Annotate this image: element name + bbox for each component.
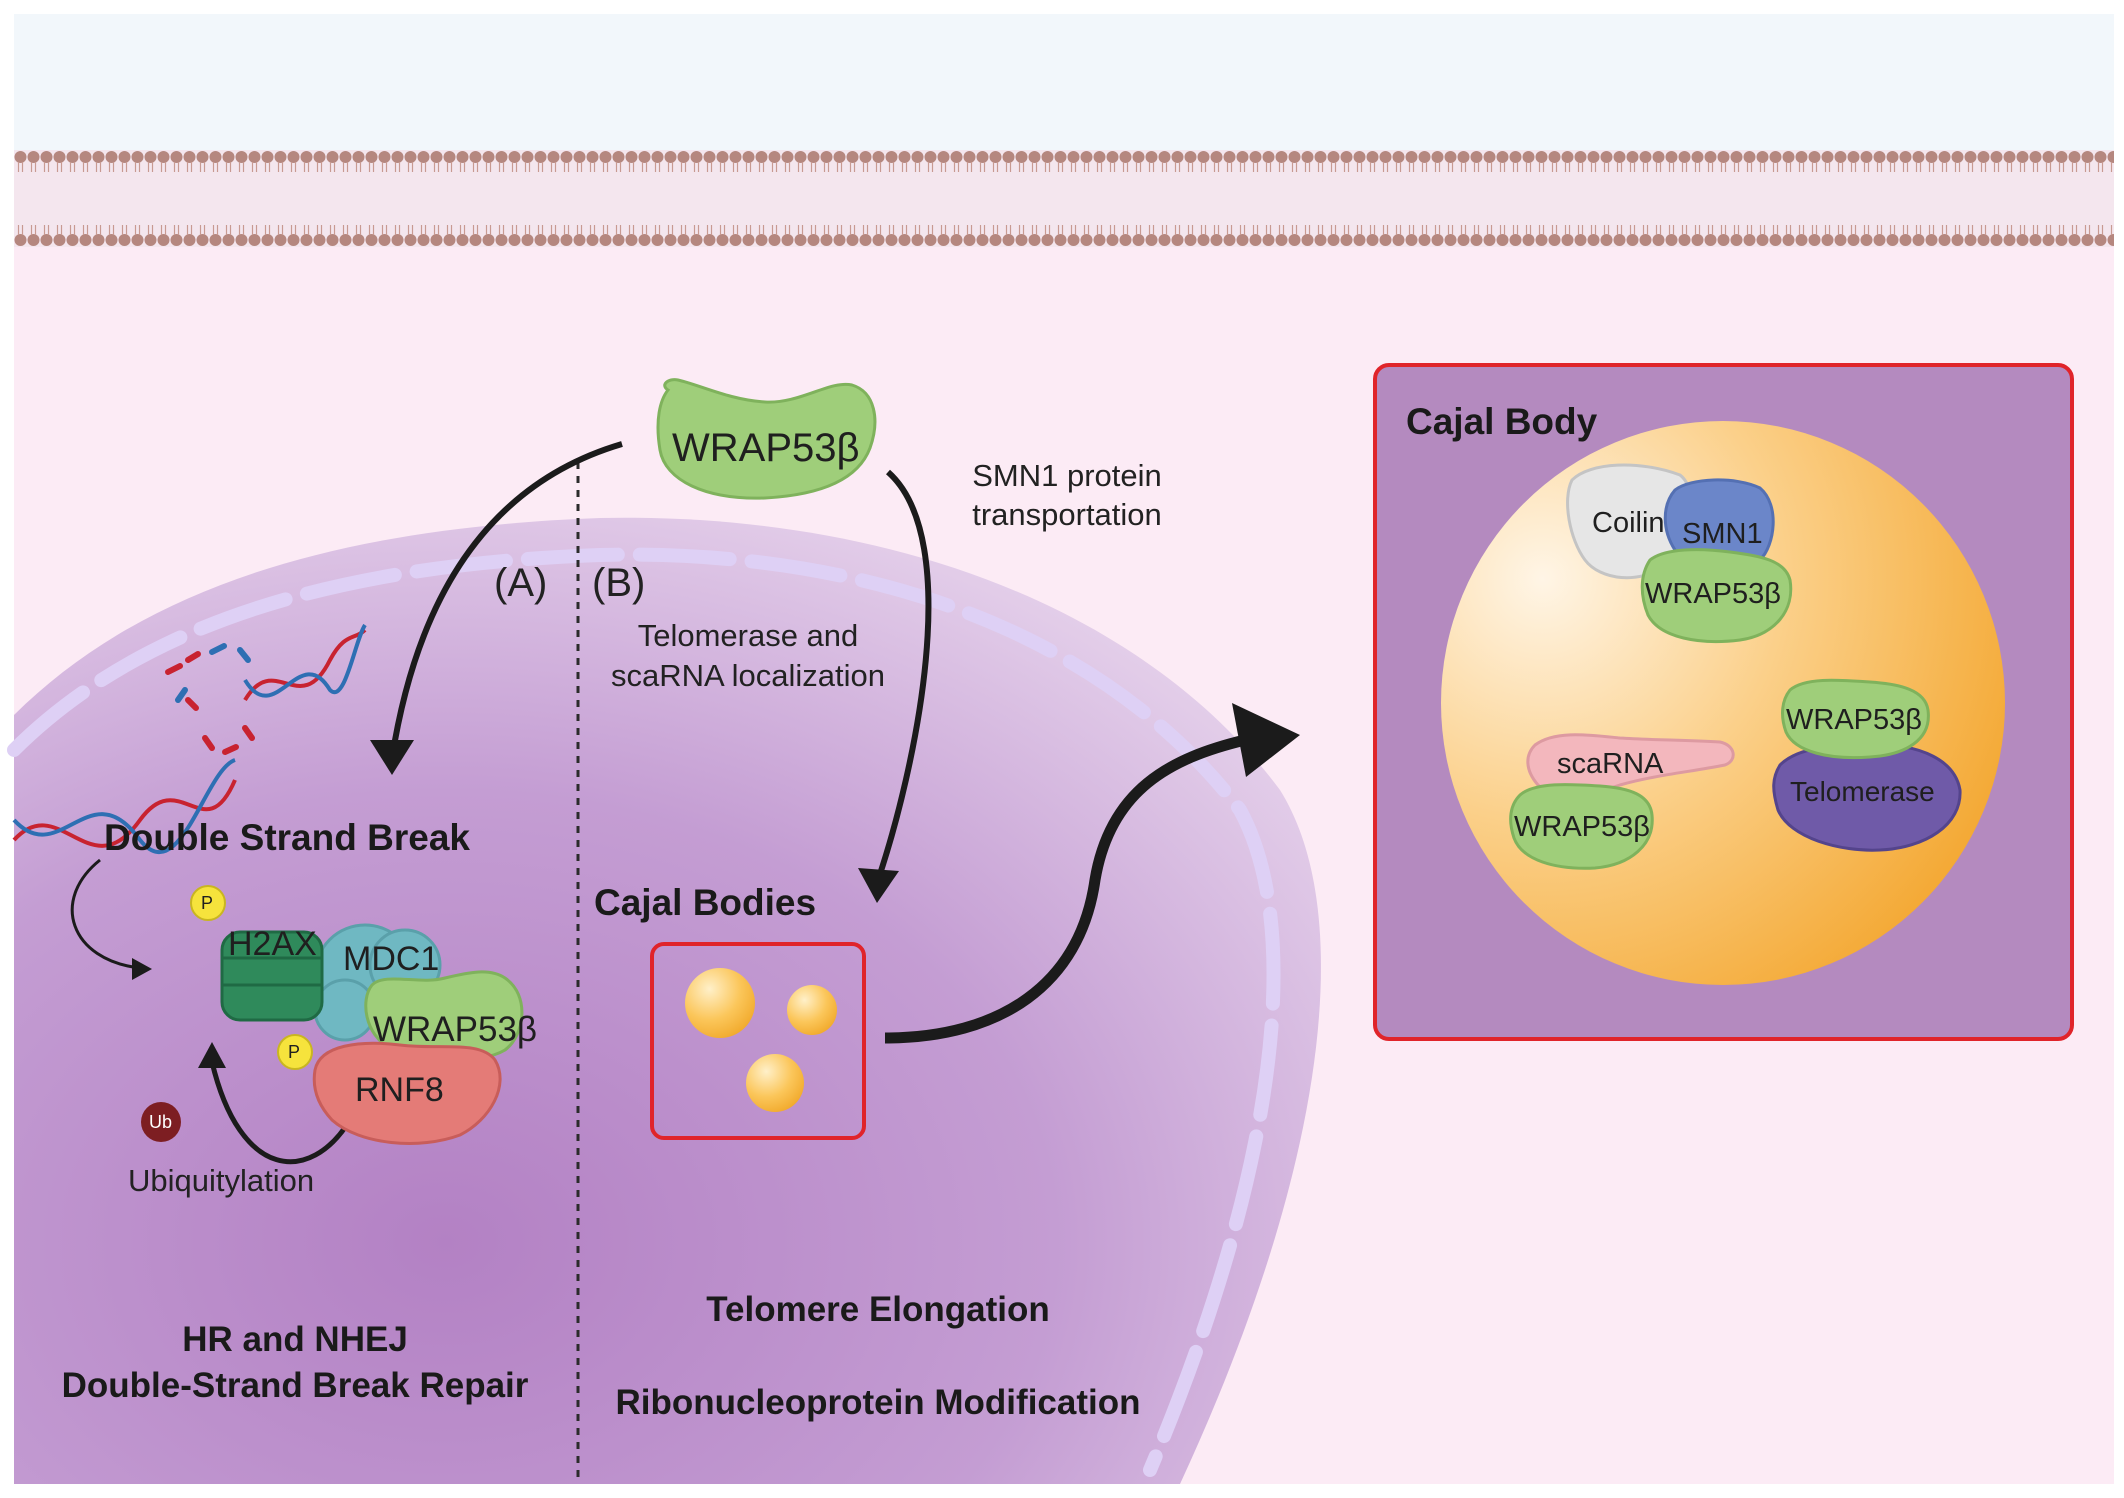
dna-break-fragments: [165, 643, 255, 755]
cajal-body-1: [685, 968, 755, 1038]
wrap53b-cb-3: [1509, 783, 1654, 870]
phospho-rnf8: [277, 1034, 313, 1070]
h2ax-nucleosome: [220, 930, 324, 1022]
telomere-outcome-line2: Ribonucleoprotein Modification: [615, 1383, 1141, 1422]
dna-helix: [12, 623, 367, 854]
arrow-to-cajal-panel: [884, 734, 1247, 1044]
wrap53b-cb-2: [1781, 678, 1930, 760]
cajal-body-2: [787, 985, 837, 1035]
cell-membrane: [14, 150, 2114, 247]
wrap53b-dsb-label: WRAP53β: [373, 1010, 538, 1049]
wrap53b-top-protein: [656, 378, 877, 500]
wrap53b-cb-2-label: WRAP53β: [1786, 704, 1922, 736]
wrap53b-cb-1: [1640, 548, 1793, 644]
nucleus: [7, 517, 1321, 1484]
smn1-label: SMN1: [1682, 518, 1763, 550]
mdc1-label: MDC1: [343, 940, 440, 978]
dsb-repair-outcome-line1: HR and NHEJ: [182, 1320, 408, 1359]
localization-label-line2: scaRNA localization: [611, 658, 885, 693]
cajal-bodies-title: Cajal Bodies: [594, 882, 817, 923]
rnf8-label: RNF8: [355, 1071, 444, 1109]
phospho-rnf8-label: P: [288, 1042, 301, 1062]
cajal-body-3: [746, 1054, 804, 1112]
phospho-h2ax: [190, 885, 226, 921]
arrow-dsb-to-h2ax: [70, 858, 141, 970]
arrow-to-cajal-bodies: [875, 469, 932, 881]
telomerase-label: Telomerase: [1790, 776, 1935, 807]
dsb-repair-outcome-line2: Double-Strand Break Repair: [61, 1366, 529, 1405]
pathway-a-marker: (A): [494, 561, 548, 605]
ubiquitylation-label: Ubiquitylation: [128, 1163, 315, 1198]
coilin-label: Coilin: [1592, 507, 1665, 539]
pathway-b-marker: (B): [592, 561, 646, 605]
cajal-bodies-box: [650, 942, 866, 1140]
h2ax-label: H2AX: [228, 925, 317, 963]
rnf8-protein: [312, 1041, 502, 1145]
ubiquitin: [141, 1102, 181, 1142]
scarna-label: scaRNA: [1557, 748, 1664, 780]
wrap53b-cb-1-label: WRAP53β: [1645, 578, 1781, 610]
ubiquitin-label: Ub: [149, 1112, 173, 1132]
extracellular-space: [14, 14, 2114, 150]
telomere-outcome-line1: Telomere Elongation: [706, 1290, 1050, 1329]
dsb-title: Double Strand Break: [104, 817, 470, 858]
cajal-body-panel-title: Cajal Body: [1406, 401, 1598, 442]
arrow-to-dsb: [389, 441, 623, 759]
phospho-h2ax-label: P: [201, 893, 214, 913]
wrap53b-cb-3-label: WRAP53β: [1514, 811, 1650, 843]
wrap53b-top-label: WRAP53β: [672, 426, 860, 470]
dsb-repair-complex: [141, 885, 524, 1145]
smn1-transport-label-line2: transportation: [972, 497, 1162, 532]
smn1-transport-label-line1: SMN1 protein: [972, 458, 1162, 493]
arrow-ubiquitylation: [209, 1061, 353, 1165]
localization-label-line1: Telomerase and: [637, 618, 859, 653]
